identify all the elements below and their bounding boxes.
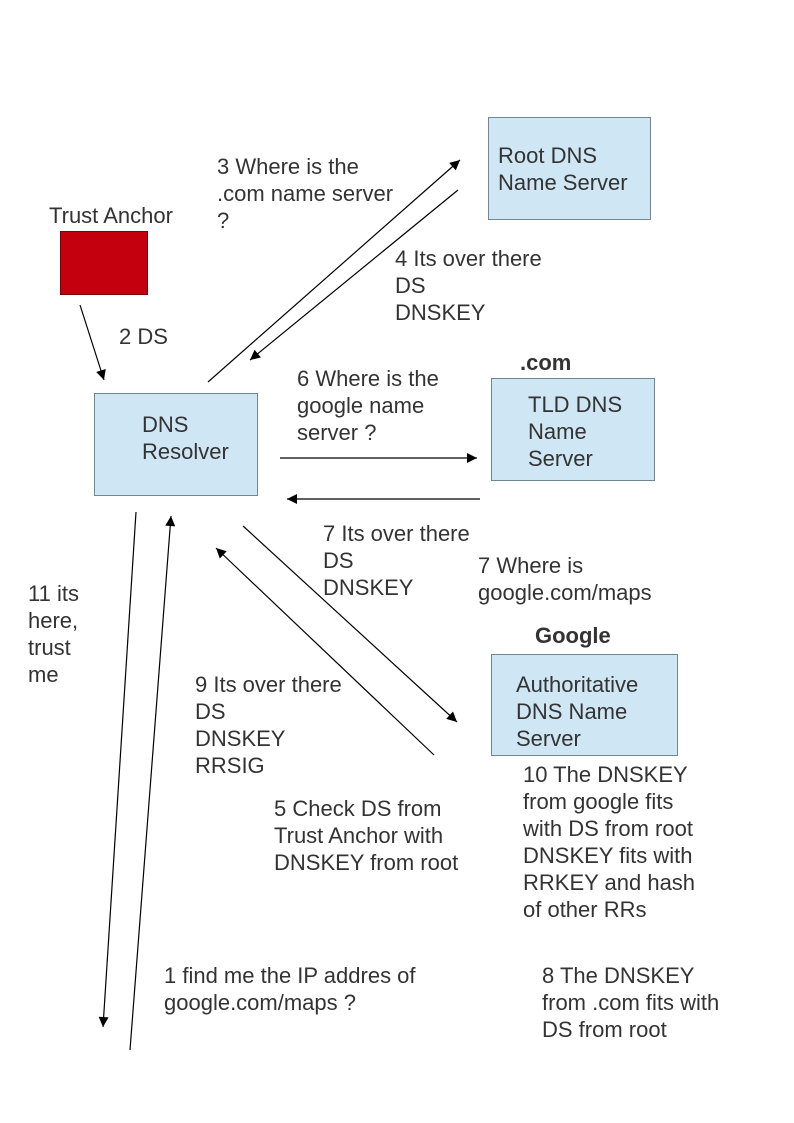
message-3: 3 Where is the .com name server ? — [217, 154, 394, 233]
google-zone-label: Google — [535, 623, 611, 648]
tld-dns-server-box: TLD DNS Name Server — [491, 378, 655, 481]
message-2: 2 DS — [119, 324, 168, 349]
message-7b: 7 Where is google.com/maps — [478, 553, 652, 605]
authoritative-dns-server-box: Authoritative DNS Name Server — [491, 654, 678, 756]
dns-resolver-label: DNS Resolver — [142, 412, 229, 464]
arrow-client-to-resolver — [129, 515, 176, 1051]
root-dns-server-box: Root DNS Name Server — [488, 117, 651, 220]
arrow-trust-anchor-to-resolver — [79, 304, 106, 381]
message-6: 6 Where is the google name server ? — [297, 366, 439, 445]
arrow-root-to-resolver — [249, 189, 459, 361]
message-1: 1 find me the IP addres of google.com/ma… — [164, 963, 416, 1015]
tld-dns-server-label: TLD DNS Name Server — [528, 392, 623, 471]
message-11: 11 its here, trust me — [28, 581, 79, 687]
message-5: 5 Check DS from Trust Anchor with DNSKEY… — [274, 796, 459, 875]
message-8: 8 The DNSKEY from .com fits with DS from… — [542, 963, 720, 1042]
root-dns-server-label: Root DNS Name Server — [498, 143, 628, 195]
arrow-resolver-to-client — [98, 511, 137, 1028]
trust-anchor-label: Trust Anchor — [49, 203, 173, 228]
message-4: 4 Its over there DS DNSKEY — [395, 246, 542, 325]
message-10: 10 The DNSKEY from google fits with DS f… — [523, 762, 696, 922]
tld-zone-label: .com — [520, 350, 572, 375]
message-9: 9 Its over there DS DNSKEY RRSIG — [195, 672, 342, 778]
arrow-resolver-to-root — [207, 159, 461, 383]
arrow-auth-to-resolver — [215, 547, 435, 756]
trust-anchor-square — [60, 231, 148, 295]
arrow-resolver-to-auth — [242, 525, 458, 723]
message-7a: 7 Its over there DS DNSKEY — [323, 521, 470, 600]
dns-resolver-box: DNS Resolver — [94, 393, 258, 496]
authoritative-dns-server-label: Authoritative DNS Name Server — [516, 672, 639, 751]
